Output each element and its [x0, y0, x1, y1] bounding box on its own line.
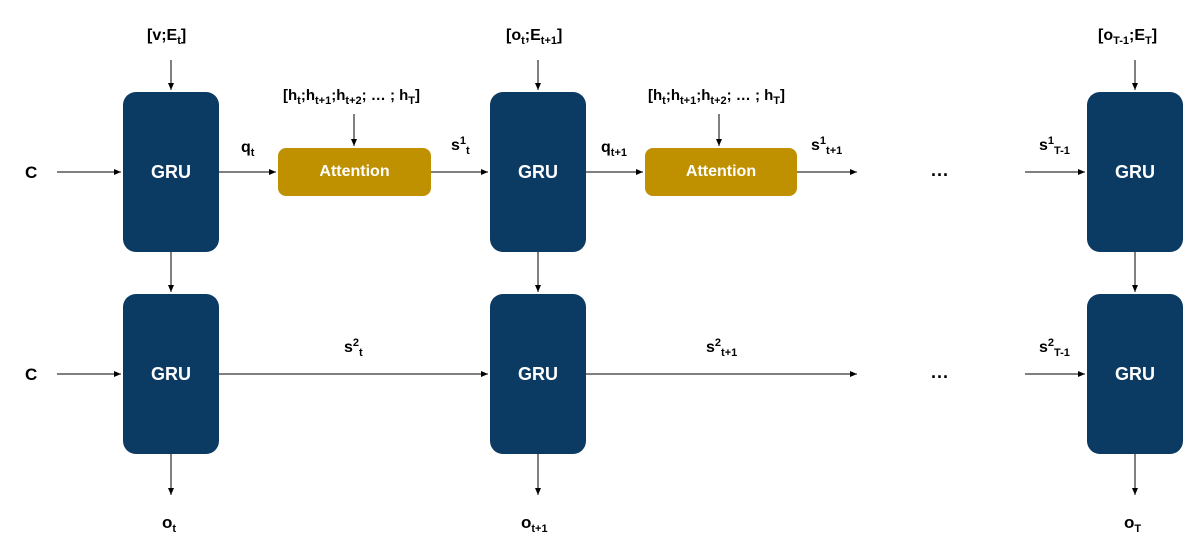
attention-label: Attention	[319, 163, 390, 180]
gru-label: GRU	[518, 363, 558, 384]
attention-block-1: Attention	[278, 148, 431, 196]
output-label-step3: oT	[1124, 513, 1142, 535]
gru-label: GRU	[151, 161, 191, 182]
attention-block-2: Attention	[645, 148, 797, 196]
context-label-row2: C	[25, 365, 38, 384]
edge-label-s2-t: s2t	[344, 337, 363, 359]
gru-label: GRU	[151, 363, 191, 384]
edge-label-s1-T1: s1T-1	[1039, 135, 1070, 157]
edge-label-q-t1: qt+1	[601, 139, 627, 159]
edge-label-s2-T1: s2T-1	[1039, 337, 1070, 359]
context-label-row1: C	[25, 163, 38, 182]
edge-label-s1-t1: s1t+1	[811, 135, 843, 157]
output-label-step2: ot+1	[521, 513, 548, 535]
gru-label: GRU	[1115, 161, 1155, 182]
edge-label-s2-t1: s2t+1	[706, 337, 738, 359]
gru-layer2-step1: GRU	[123, 294, 219, 454]
gru-layer1-step2: GRU	[490, 92, 586, 252]
gru-label: GRU	[518, 161, 558, 182]
ellipsis-row1: ...	[931, 160, 950, 180]
edge-label-s1-t: s1t	[451, 135, 470, 157]
input-label-step1: [v;Et]	[147, 27, 187, 47]
input-label-step2: [ot;Et+1]	[506, 27, 563, 47]
attention-label: Attention	[685, 163, 757, 180]
gru-layer1-step1: GRU	[123, 92, 219, 252]
attention-input-label-1: [ht;ht+1;ht+2; … ; hT]	[283, 87, 421, 107]
attention-input-label-2: [ht;ht+1;ht+2; … ; hT]	[648, 87, 786, 107]
gru-label: GRU	[1115, 363, 1155, 384]
ellipsis-row2: ...	[931, 362, 950, 382]
gru-layer2-step2: GRU	[490, 294, 586, 454]
output-label-step1: ot	[162, 513, 177, 535]
edge-label-q-t: qt	[241, 139, 255, 159]
input-label-step3: [oT-1;ET]	[1098, 27, 1158, 47]
gru-layer2-step3: GRU	[1087, 294, 1183, 454]
gru-layer1-step3: GRU	[1087, 92, 1183, 252]
